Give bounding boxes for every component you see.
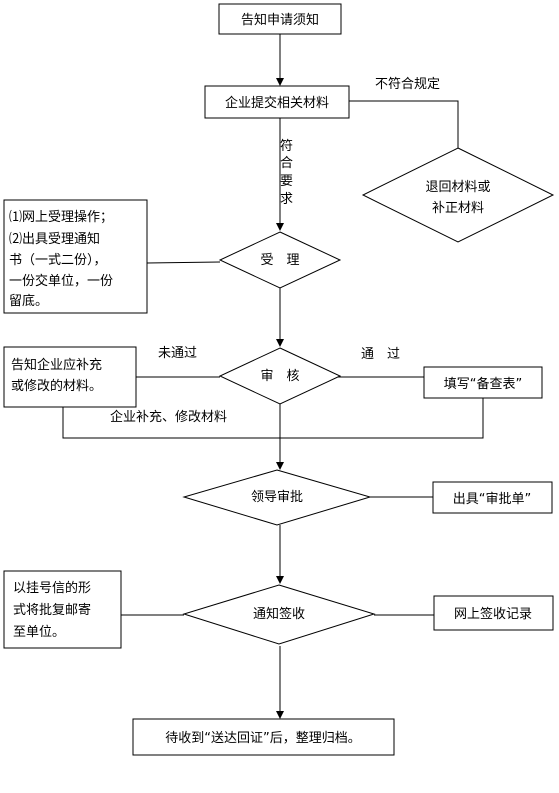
node-notify-sign: 通知签收	[182, 584, 376, 645]
node-leader-approve: 领导审批	[182, 469, 372, 526]
node-accept-label: 受 理	[260, 253, 299, 268]
node-notify-sign-label: 通知签收	[253, 606, 305, 622]
node-archive: 待收到“送达回证”后，整理归档。	[132, 718, 395, 756]
node-submit-label: 企业提交相关材料	[225, 95, 329, 111]
node-mail-reply: 以挂号信的形 式将批复邮寄 至单位。	[3, 570, 122, 649]
connector-accept-note	[146, 261, 221, 264]
node-issue-approval-label: 出具“审批单”	[453, 492, 531, 507]
accept-note-line-5: 留底。	[9, 293, 48, 309]
node-fill-form: 填写“备查表”	[423, 366, 543, 399]
node-leader-approve-label: 领导审批	[251, 490, 303, 505]
accept-note-line-2: ⑵出具受理通知	[9, 231, 100, 247]
node-review: 审 核	[218, 347, 342, 405]
node-accept: 受 理	[218, 231, 342, 289]
mail-reply-line-2: 式将批复邮寄	[13, 602, 91, 618]
node-online-sign-record: 网上签收记录	[433, 595, 554, 631]
return-materials-line-2: 补正材料	[432, 201, 484, 216]
connector-submit-to-return	[349, 100, 459, 148]
edge-label-compliant-3: 要	[280, 174, 293, 189]
node-review-label: 审 核	[260, 369, 299, 384]
node-accept-note: ⑴网上受理操作； ⑵出具受理通知 书（一式二份）， 一份交单位，一份 留底。	[3, 199, 148, 314]
return-materials-line-1: 退回材料或	[425, 180, 490, 195]
accept-note-line-3: 书（一式二份），	[9, 253, 107, 268]
node-notice-label: 告知申请须知	[241, 12, 319, 28]
accept-note-line-4: 一份交单位，一份	[9, 273, 113, 289]
accept-note-line-1: ⑴网上受理操作；	[9, 209, 113, 225]
node-issue-approval: 出具“审批单”	[432, 481, 553, 514]
inform-supplement-line-1: 告知企业应补充	[11, 357, 102, 373]
edge-label-passed: 通 过	[361, 347, 400, 362]
node-online-sign-record-label: 网上签收记录	[454, 606, 532, 622]
mail-reply-line-3: 至单位。	[13, 625, 65, 640]
node-archive-label: 待收到“送达回证”后，整理归档。	[165, 731, 360, 746]
node-fill-form-label: 填写“备查表”	[444, 376, 522, 392]
connectors	[62, 34, 484, 719]
node-notice: 告知申请须知	[218, 3, 342, 35]
connector-supplement-loop	[62, 398, 484, 439]
edge-label-not-compliant: 不符合规定	[375, 76, 440, 92]
inform-supplement-line-2: 或修改的材料。	[11, 378, 102, 394]
node-return-materials: 退回材料或 补正材料	[361, 147, 555, 243]
mail-reply-line-1: 以挂号信的形	[13, 580, 91, 596]
edge-label-compliant-2: 合	[280, 156, 293, 171]
edge-label-supplement: 企业补充、修改材料	[110, 409, 227, 425]
edge-label-compliant-4: 求	[280, 192, 293, 207]
edge-label-compliant-1: 符	[280, 138, 293, 154]
edge-label-not-passed: 未通过	[158, 346, 197, 361]
node-submit: 企业提交相关材料	[204, 85, 350, 119]
node-inform-supplement: 告知企业应补充 或修改的材料。	[3, 346, 137, 408]
